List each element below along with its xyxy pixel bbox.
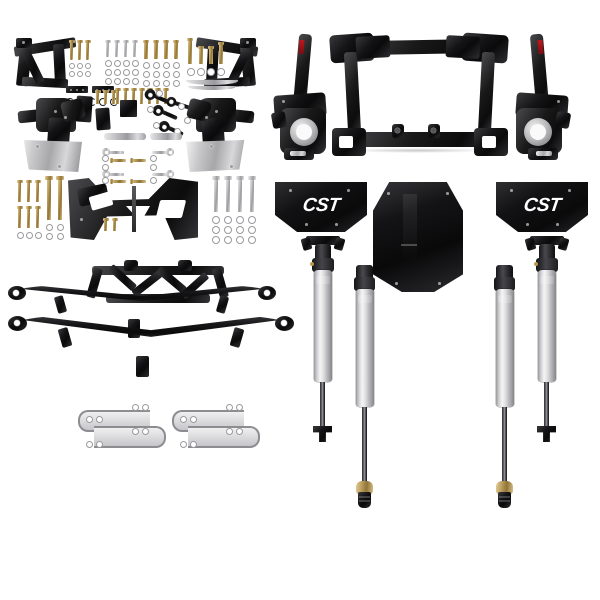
mount-hole-r2	[230, 165, 233, 168]
skid-plate-mount-right	[186, 140, 245, 172]
diff-drop-bracket-left	[17, 96, 90, 146]
shock-rear-left	[348, 265, 382, 513]
shock-front-right	[524, 236, 570, 448]
spacer-tube-a	[104, 133, 146, 140]
skid-plate-center	[373, 182, 463, 292]
mount-hole-l1	[36, 145, 39, 148]
shock-front-left	[300, 236, 346, 448]
spacer-tube-b	[150, 133, 182, 140]
link-rod-a	[102, 148, 124, 156]
shock-rear-right	[488, 265, 522, 513]
skid-plate-right: CST	[496, 182, 588, 232]
steering-knuckle-left	[270, 33, 330, 164]
tie-rod-washer-e	[153, 122, 160, 129]
link-rod-c	[102, 170, 124, 178]
left-upper-bracket	[13, 36, 77, 89]
link-rod-d	[152, 170, 174, 178]
square-spacer-block	[120, 100, 137, 117]
small-bracket-plate-b	[95, 107, 111, 131]
skid-plate-mount-left	[23, 140, 82, 172]
steering-knuckle-right	[512, 33, 572, 164]
differential-drop-crossmember	[68, 178, 198, 240]
link-rod-b	[152, 148, 174, 156]
tie-rod-washer-a	[156, 90, 163, 97]
u-bolt-kit-right	[172, 404, 260, 450]
curved-strap	[186, 80, 238, 94]
right-upper-bracket	[195, 36, 259, 89]
front-crossmember-subframe	[329, 32, 510, 164]
tie-rod-washer-b	[178, 103, 185, 110]
leaf-spring-right	[8, 314, 294, 384]
u-bolt-kit-left	[78, 404, 166, 450]
cst-logo-left: CST	[301, 195, 341, 216]
diff-drop-bracket-right	[182, 96, 255, 146]
mount-hole-l2	[58, 165, 61, 168]
cst-logo-right: CST	[522, 195, 562, 216]
skid-plate-left: CST	[275, 182, 367, 232]
mount-hole-r1	[210, 145, 213, 148]
tie-rod-washer-c	[147, 106, 154, 113]
